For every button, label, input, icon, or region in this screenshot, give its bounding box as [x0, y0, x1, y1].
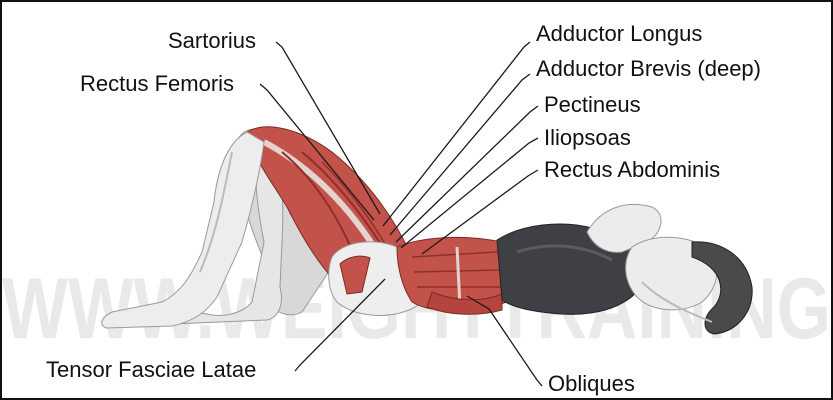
label-obliques: Obliques [548, 372, 635, 396]
leader-adductor-brevis [390, 74, 530, 235]
label-sartorius: Sartorius [168, 29, 256, 53]
label-rectus-abdominis: Rectus Abdominis [544, 158, 720, 182]
label-rectus-femoris: Rectus Femoris [80, 72, 234, 96]
abdomen [397, 237, 507, 314]
label-iliopsoas: Iliopsoas [544, 126, 631, 150]
label-tensor-fasciae-latae: Tensor Fasciae Latae [46, 358, 256, 382]
label-adductor-brevis: Adductor Brevis (deep) [536, 57, 761, 81]
label-pectineus: Pectineus [544, 93, 641, 117]
label-adductor-longus: Adductor Longus [536, 22, 702, 46]
